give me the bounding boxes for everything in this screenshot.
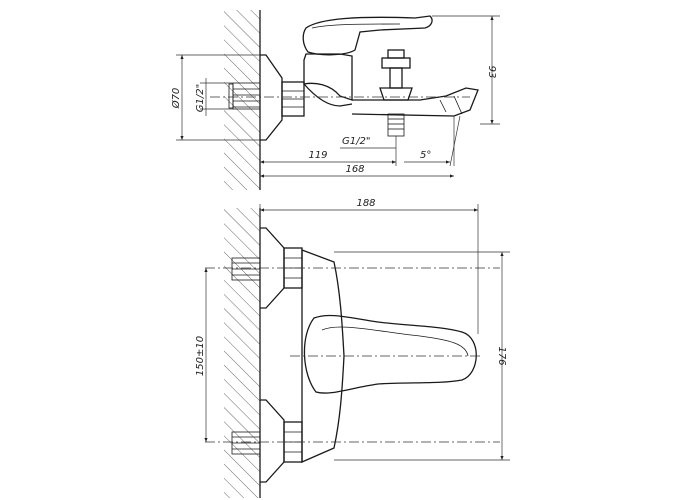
dim-offset-label: 119 (308, 150, 327, 161)
dim-diameter-side: Ø70 (170, 54, 260, 141)
lever-handle-top (303, 314, 477, 394)
dim-depth-top: 176 (334, 251, 510, 461)
dim-height-label: 93 (486, 66, 497, 79)
side-view: 93 Ø70 G1/2" G1/2" 119 (170, 10, 500, 190)
dim-thread-outlet: G1/2" (340, 136, 397, 149)
outlet-thread-side (387, 113, 405, 137)
diverter-knob-side (379, 49, 413, 101)
escutcheon-side (260, 54, 283, 141)
dim-height-side: 93 (432, 15, 500, 125)
wall-top (224, 208, 261, 498)
top-view: 188 150±10 176 (195, 198, 510, 498)
spout-side (351, 87, 479, 117)
dim-thread-inlet-label: G1/2" (195, 84, 206, 112)
dim-angle-label: 5° (420, 150, 431, 161)
mixer-body-top (301, 249, 345, 463)
mixer-body-side (303, 53, 353, 101)
connector-thread-side (228, 82, 261, 110)
dim-depth-label: 176 (496, 346, 507, 365)
dim-length-side: 168 (260, 164, 454, 178)
wall-side (224, 10, 261, 190)
dim-thread-inlet: G1/2" (195, 78, 233, 116)
dim-spacing-top: 150±10 (195, 268, 208, 442)
dim-spacing-label: 150±10 (195, 336, 206, 376)
dim-angle-side: 5° (404, 115, 461, 167)
dim-offset-side: 119 (260, 148, 397, 166)
nut-side (281, 81, 305, 117)
dim-width-label: 188 (356, 198, 375, 209)
dim-length-label: 168 (345, 164, 364, 175)
dim-diameter-label: Ø70 (170, 88, 182, 110)
lever-handle-side (302, 15, 433, 56)
dim-thread-outlet-label: G1/2" (342, 136, 370, 147)
dim-width-top: 188 (259, 198, 479, 334)
